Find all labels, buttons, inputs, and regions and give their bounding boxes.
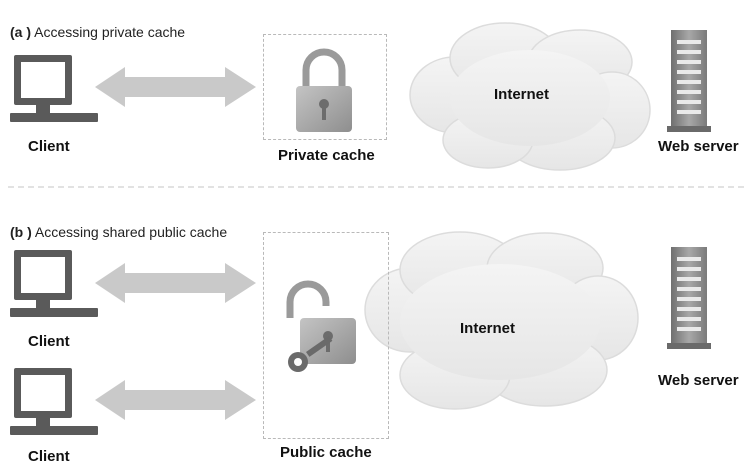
unlocked-padlock-icon-b xyxy=(286,280,356,372)
web-server-label-a: Web server xyxy=(658,138,739,155)
client-label-a: Client xyxy=(28,138,70,155)
private-cache-box xyxy=(263,34,387,140)
panel-a-caption: (a ) Accessing private cache xyxy=(10,24,185,40)
panel-b-letter: (b ) xyxy=(10,224,32,240)
server-icon-b xyxy=(667,247,711,349)
server-icon-a xyxy=(667,30,711,132)
client-icon-b1 xyxy=(10,250,98,317)
private-cache-label: Private cache xyxy=(278,147,375,164)
public-cache-label: Public cache xyxy=(280,444,372,461)
padlock-icon-a xyxy=(296,48,352,132)
panel-a-letter: (a ) xyxy=(10,24,31,40)
client-icon-a xyxy=(10,55,98,122)
internet-label-a: Internet xyxy=(494,86,550,103)
link-arrow-a xyxy=(95,67,256,107)
cloud-icon-a xyxy=(409,22,651,171)
internet-label-b: Internet xyxy=(460,320,516,337)
cloud-icon-b xyxy=(364,231,639,410)
client-label-b2: Client xyxy=(28,448,70,465)
link-arrow-b2 xyxy=(95,380,256,420)
client-icon-b2 xyxy=(10,368,98,435)
panel-divider xyxy=(8,186,744,188)
public-cache-box xyxy=(263,232,389,439)
panel-a-caption-text: Accessing private cache xyxy=(34,24,186,40)
client-label-b1: Client xyxy=(28,333,70,350)
panel-b-caption: (b ) Accessing shared public cache xyxy=(10,224,227,240)
panel-b-caption-text: Accessing shared public cache xyxy=(34,224,228,240)
web-server-label-b: Web server xyxy=(658,372,739,389)
link-arrow-b1 xyxy=(95,263,256,303)
